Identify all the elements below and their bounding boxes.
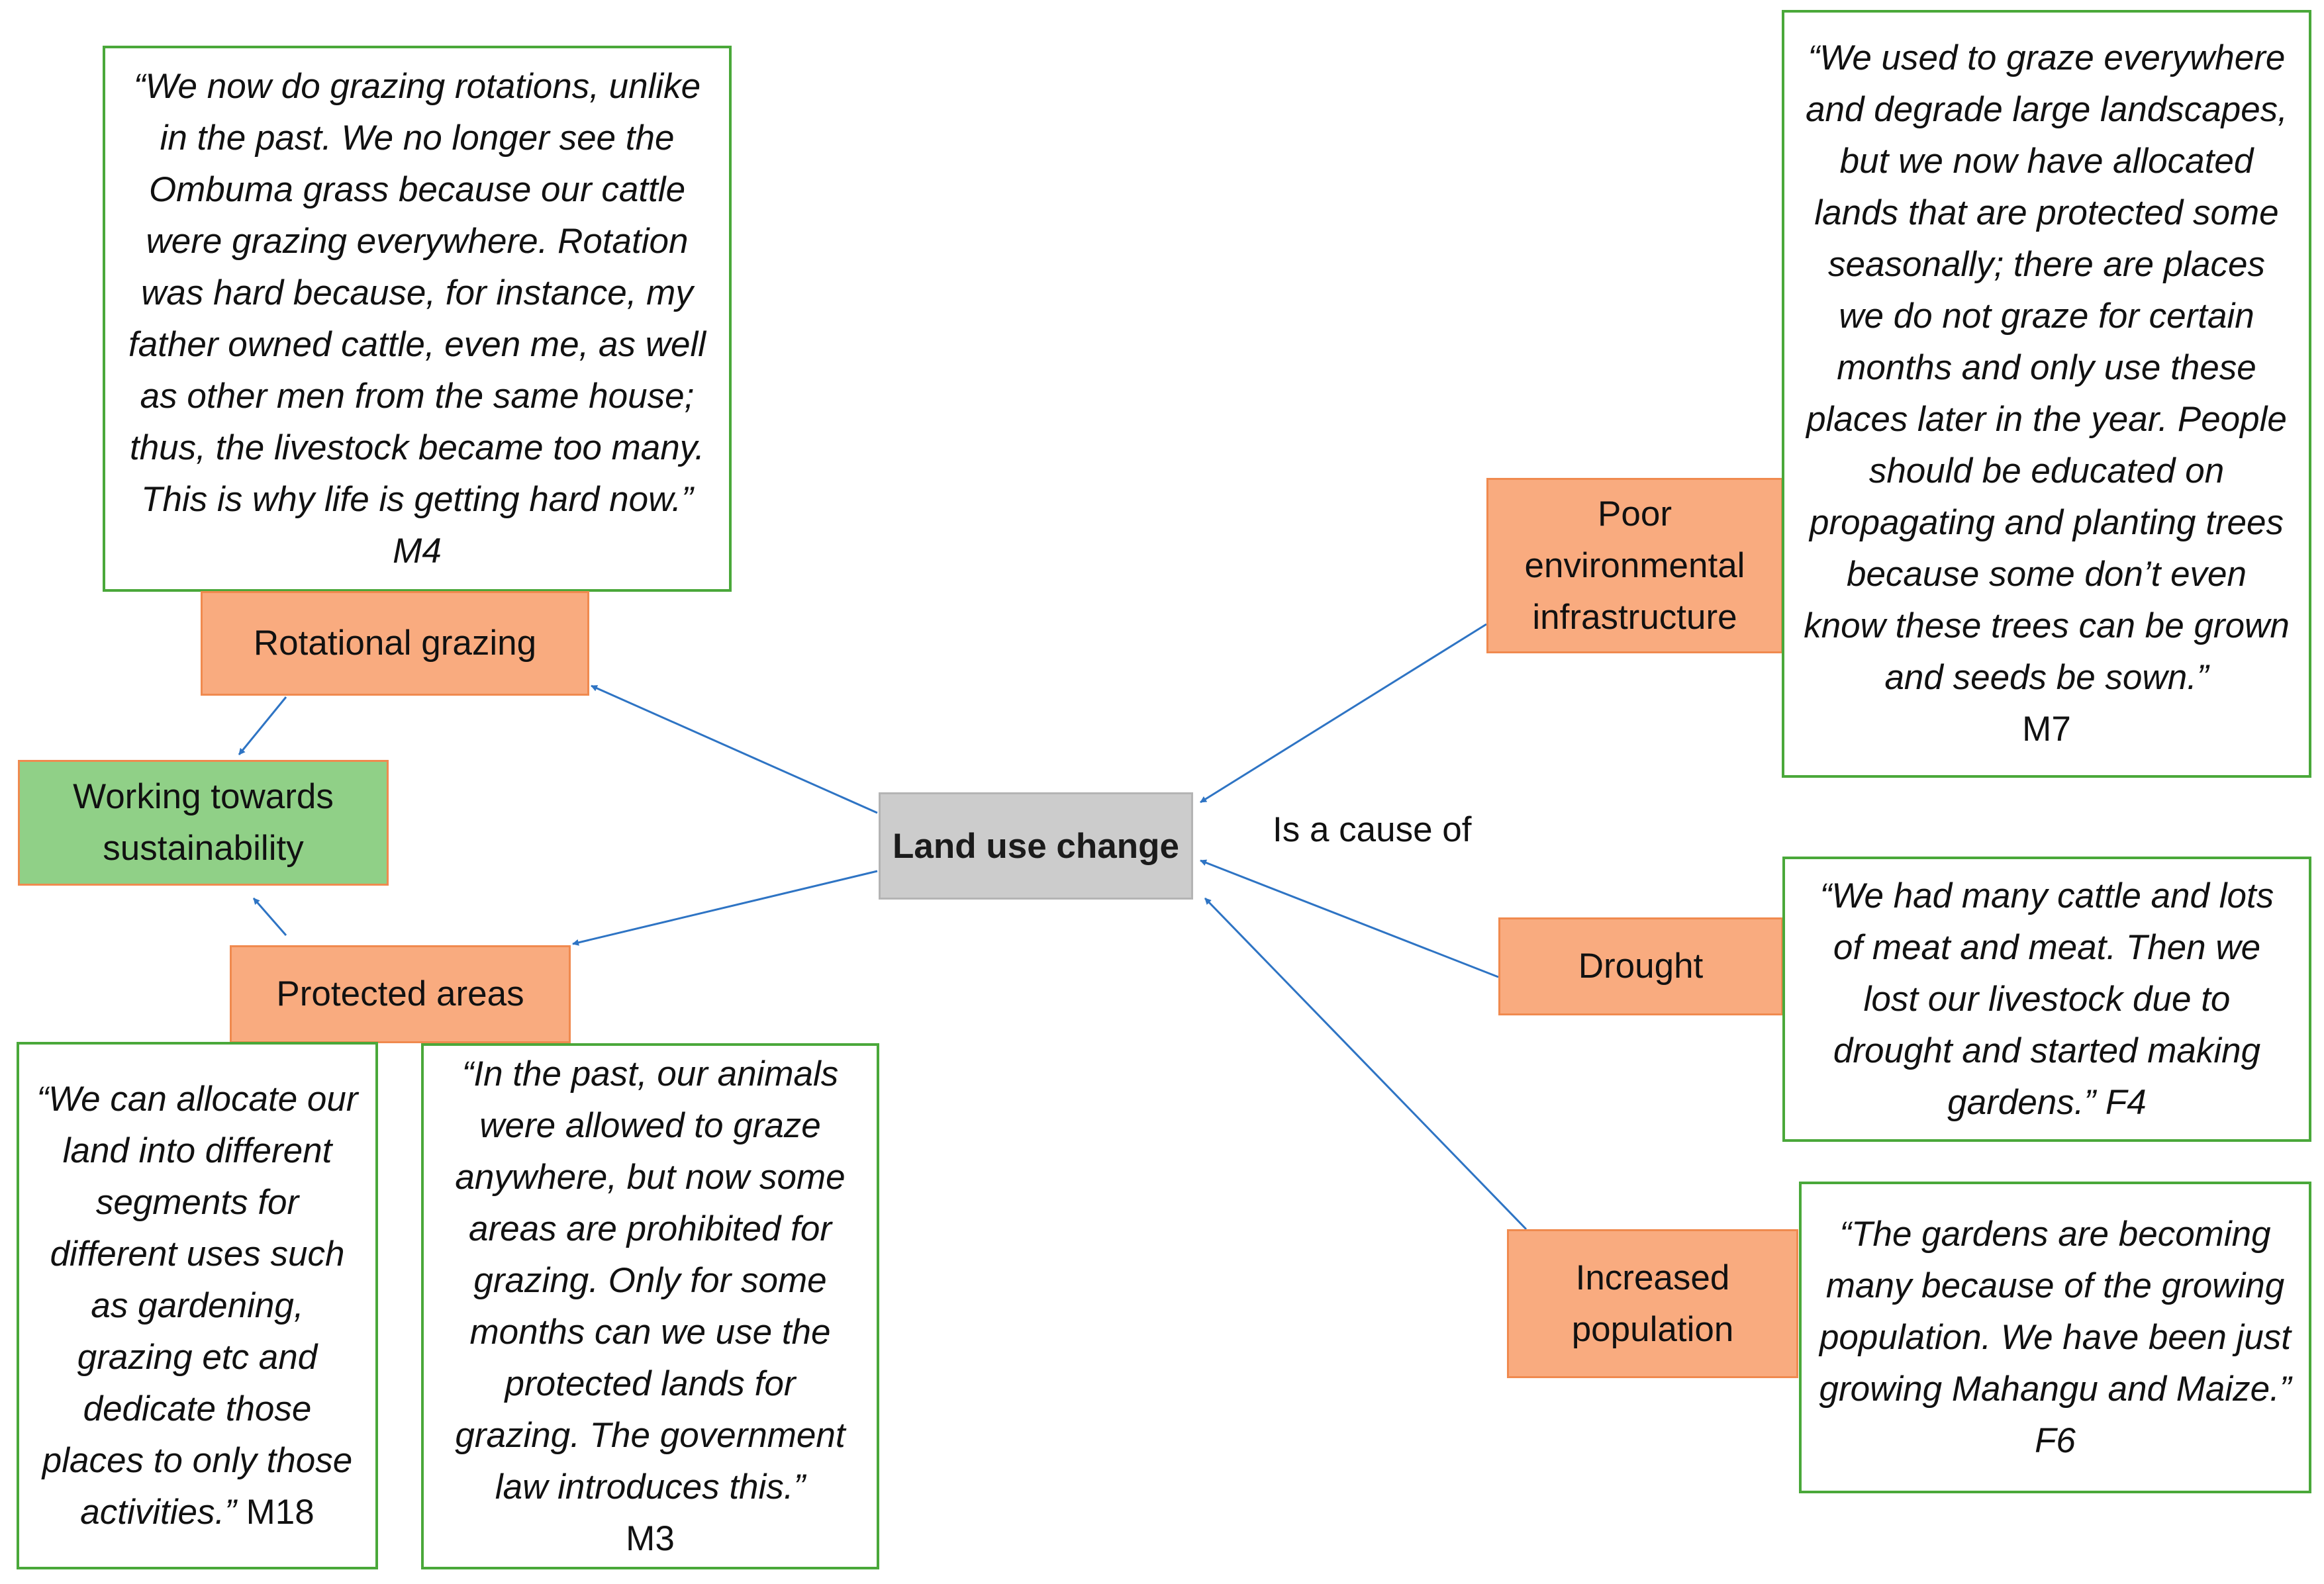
quote-text: “In the past, our animals were allowed t… xyxy=(455,1054,846,1507)
arrow-infrastructure-to-central xyxy=(1200,623,1487,804)
quote-population-f6: “The gardens are becoming many because o… xyxy=(1799,1182,2311,1493)
quote-rotational-grazing-m4: “We now do grazing rotations, unlike in … xyxy=(103,46,732,592)
theme-rotational-grazing: Rotational grazing xyxy=(201,591,589,696)
central-label: Land use change xyxy=(893,826,1179,866)
quote-text: “The gardens are becoming many because o… xyxy=(1819,1214,2292,1460)
central-node-land-use-change: Land use change xyxy=(879,792,1193,900)
relation-label: Is a cause of xyxy=(1273,810,1472,849)
theme-label: Increased population xyxy=(1571,1258,1734,1349)
theme-protected-areas: Protected areas xyxy=(230,945,571,1043)
arrow-population-to-central xyxy=(1204,897,1527,1231)
quote-text: “We can allocate our land into different… xyxy=(36,1079,358,1532)
respondent-code: M3 xyxy=(626,1518,675,1558)
theme-label: Poor environmental infrastructure xyxy=(1524,494,1745,637)
arrow-rotational-grazing-to-goal xyxy=(238,696,287,755)
quote-text: “We had many cattle and lots of meat and… xyxy=(1819,876,2274,1122)
arrow-drought-to-central xyxy=(1200,859,1499,978)
arrow-central-to-rotational-grazing xyxy=(591,684,878,814)
theme-increased-population: Increased population xyxy=(1507,1229,1798,1378)
goal-working-towards-sustainability: Working towards sustainability xyxy=(18,760,389,886)
quote-protected-areas-m3: “In the past, our animals were allowed t… xyxy=(421,1043,879,1569)
quote-protected-areas-m18: “We can allocate our land into different… xyxy=(17,1042,378,1569)
arrow-protected-areas-to-goal xyxy=(252,898,287,936)
respondent-code: M18 xyxy=(236,1492,315,1532)
theme-label: Rotational grazing xyxy=(253,624,537,663)
quote-text: “We used to graze everywhere and degrade… xyxy=(1804,38,2290,697)
quote-infrastructure-m7: “We used to graze everywhere and degrade… xyxy=(1782,10,2311,778)
quote-text: “We now do grazing rotations, unlike in … xyxy=(128,66,706,571)
respondent-code: M7 xyxy=(2022,710,2071,749)
goal-label: Working towards sustainability xyxy=(73,777,334,868)
theme-drought: Drought xyxy=(1498,917,1783,1015)
arrow-central-to-protected-areas xyxy=(572,870,878,946)
theme-poor-environmental-infrastructure: Poor environmental infrastructure xyxy=(1486,478,1783,653)
theme-label: Protected areas xyxy=(276,974,524,1013)
quote-drought-f4: “We had many cattle and lots of meat and… xyxy=(1782,857,2311,1142)
theme-label: Drought xyxy=(1578,947,1704,986)
